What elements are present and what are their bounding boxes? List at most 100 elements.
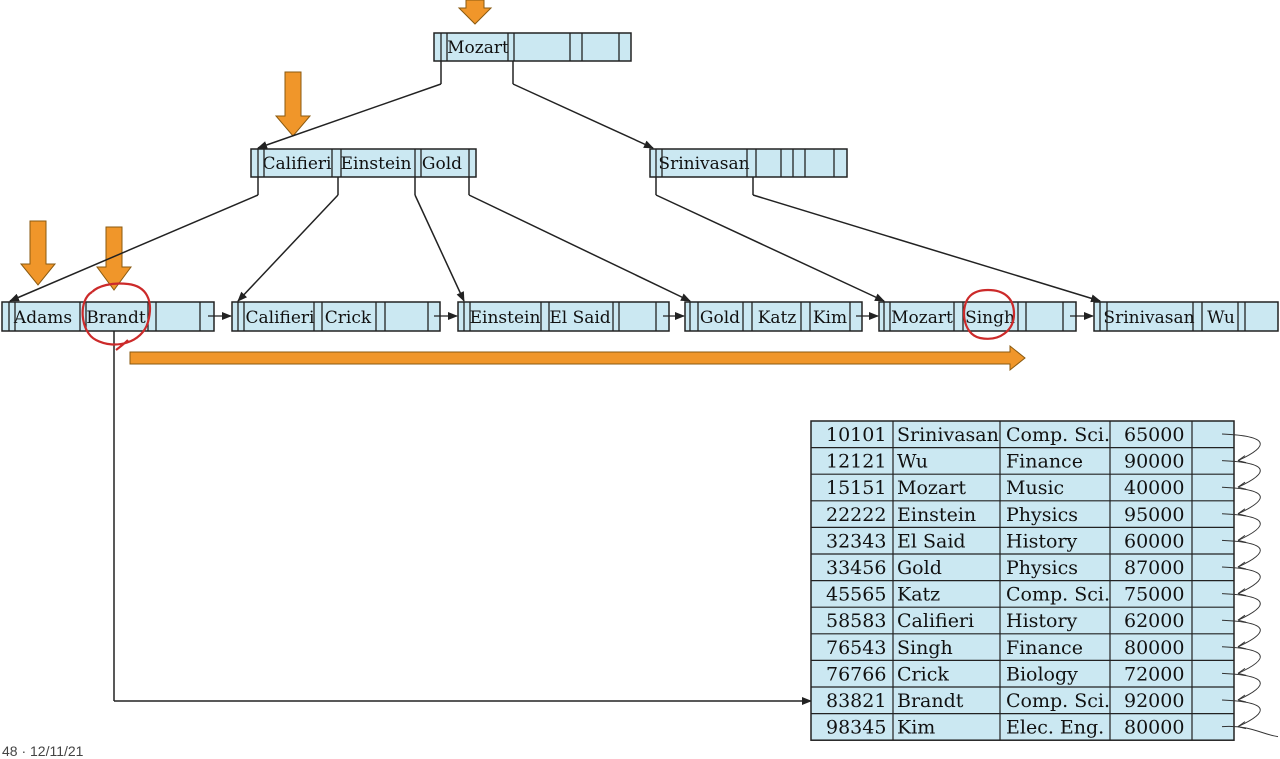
record-cell: 62000 — [1124, 610, 1184, 632]
record-chain-pointer — [1221, 725, 1279, 738]
record-cell: Singh — [897, 637, 953, 659]
record-cell: 65000 — [1124, 424, 1184, 446]
leaf-4-key-1: Gold — [700, 308, 740, 328]
record-cell: 10101 — [826, 424, 886, 446]
record-cell: 76543 — [826, 637, 886, 659]
leaf-6-key-2: Wu — [1207, 308, 1235, 328]
leaf-6-key-1: Srinivasan — [1103, 308, 1194, 328]
leaf-node-5: Mozart Singh — [878, 301, 1077, 332]
record-cell: Finance — [1006, 451, 1083, 473]
record-chain-pointer — [1221, 486, 1261, 515]
record-cell: Srinivasan — [897, 424, 999, 446]
leaf-node-3-box — [457, 301, 670, 332]
record-cell: History — [1006, 610, 1078, 632]
root-key: Mozart — [447, 38, 509, 58]
record-cell: Kim — [897, 717, 935, 739]
record-cell: 60000 — [1124, 530, 1184, 552]
leaf-3-key-2: El Said — [549, 308, 610, 328]
record-cell: Finance — [1006, 637, 1083, 659]
orange-down-arrow-internal — [274, 71, 312, 137]
record-cell: Physics — [1006, 504, 1078, 526]
internal-node-left: Califieri Einstein Gold — [250, 148, 477, 178]
annotation-arrows — [19, 0, 1026, 372]
edge-int1-p2-diag — [414, 194, 465, 302]
red-circle-singh — [962, 288, 1016, 340]
leaf-node-5-box — [878, 301, 1077, 332]
slide-footer: 48 · 12/11/21 — [2, 743, 84, 759]
record-cell: 40000 — [1124, 477, 1184, 499]
record-cell: 98345 — [826, 717, 886, 739]
record-cell: 87000 — [1124, 557, 1184, 579]
record-chain-pointer — [1221, 646, 1261, 674]
leaf-4-key-2: Katz — [758, 308, 797, 328]
leaf-node-6: Srinivasan Wu — [1093, 301, 1279, 332]
record-chain-pointer — [1221, 672, 1261, 701]
leaf-2-key-2: Crick — [325, 308, 372, 328]
record-cell: Mozart — [897, 477, 966, 499]
internal-left-key-2: Einstein — [341, 154, 412, 174]
record-cell: 83821 — [826, 690, 886, 712]
edge-int1-p3-diag — [468, 194, 691, 302]
leaf-node-2: Califieri Crick — [231, 301, 441, 332]
orange-right-arrow-scan — [129, 344, 1026, 372]
record-row: 45565 Katz Comp. Sci. 75000 — [826, 584, 1184, 606]
leaf-node-4: Gold Katz Kim — [684, 301, 863, 332]
record-cell: 22222 — [826, 504, 886, 526]
record-cell: Gold — [897, 557, 942, 579]
edge-root-right-diag — [512, 83, 654, 149]
leaf-node-6-box — [1093, 301, 1279, 332]
leaf-1-key-1: Adams — [13, 308, 72, 328]
leaf-1-key-2: Brandt — [86, 308, 146, 328]
orange-down-arrow-leaf-brandt — [96, 226, 132, 291]
internal-node-right: Srinivasan — [649, 148, 848, 178]
record-chain-pointer — [1221, 619, 1261, 648]
leaf-2-key-1: Califieri — [246, 308, 316, 328]
record-cell: Wu — [897, 451, 928, 473]
record-cell: 15151 — [826, 477, 886, 499]
record-cell: 75000 — [1124, 584, 1184, 606]
record-cell: Katz — [897, 584, 940, 606]
record-cell: Comp. Sci. — [1006, 690, 1110, 712]
internal-left-key-1: Califieri — [263, 154, 333, 174]
record-cell: Comp. Sci. — [1006, 424, 1110, 446]
edge-int1-p0-diag — [9, 194, 259, 302]
internal-node-left-box — [250, 148, 477, 178]
root-node: Mozart — [433, 32, 632, 62]
edge-int1-p1-diag — [237, 194, 339, 302]
orange-down-arrow-root — [457, 0, 493, 25]
record-chain-pointer — [1221, 593, 1261, 621]
record-row: 10101 Srinivasan Comp. Sci. 65000 — [826, 424, 1184, 446]
record-chain-pointer — [1221, 433, 1261, 462]
record-cell: 45565 — [826, 584, 886, 606]
record-cell: 90000 — [1124, 451, 1184, 473]
edge-int2-p1-diag — [752, 194, 1101, 303]
record-chain-pointer — [1221, 566, 1261, 595]
record-chain-pointer — [1221, 699, 1261, 728]
record-chain-pointer — [1221, 513, 1261, 541]
internal-right-key-1: Srinivasan — [658, 154, 749, 174]
red-circle-brandt — [81, 282, 152, 351]
record-cell: El Said — [897, 530, 966, 552]
record-cell: Comp. Sci. — [1006, 584, 1110, 606]
internal-node-right-box — [649, 148, 848, 178]
leaf-node-1-box — [1, 301, 215, 332]
record-cell: Music — [1006, 477, 1064, 499]
tree-edges — [9, 61, 1101, 705]
leaf-node-1: Adams Brandt — [1, 301, 215, 332]
highlight-circles — [81, 282, 1016, 351]
record-cell: 12121 — [826, 451, 886, 473]
record-cell: Biology — [1006, 663, 1078, 685]
edge-int2-p0-diag — [655, 194, 885, 302]
edge-root-left-diag — [257, 83, 442, 149]
record-cell: 76766 — [826, 663, 886, 685]
leaf-4-key-3: Kim — [813, 308, 847, 328]
leaf-5-key-1: Mozart — [891, 308, 953, 328]
record-cell: Physics — [1006, 557, 1078, 579]
record-chain-pointers — [1221, 433, 1279, 738]
record-cell: Einstein — [897, 504, 976, 526]
